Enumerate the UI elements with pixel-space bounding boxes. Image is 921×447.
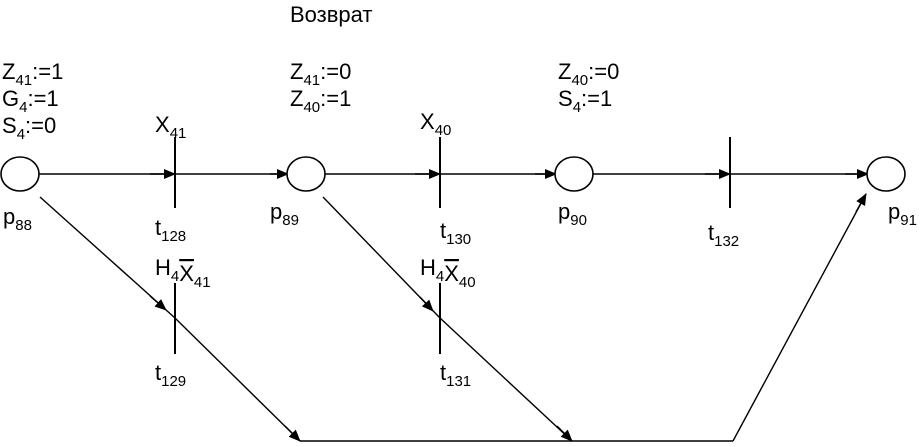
edge-t131-bottom-arrowhead (556, 425, 573, 442)
place-p91-label: p91 (888, 199, 917, 229)
transition-t131-guard: H4X40 (420, 255, 476, 291)
transition-t131-label: t131 (440, 360, 471, 390)
place-p89-label: p89 (270, 199, 299, 229)
transition-t129-label: t129 (155, 360, 186, 390)
diagram-title: Возврат (290, 2, 373, 27)
action-p89-line-0: Z41:=0 (290, 59, 351, 89)
action-p88-line-1: G4:=1 (2, 86, 59, 116)
edge-bottom-p91 (732, 193, 867, 442)
action-p88-line-0: Z41:=1 (2, 59, 63, 89)
transition-t129-guard: H4X41 (155, 255, 211, 291)
edge-t131-bottom (439, 317, 573, 442)
place-p89-circle (286, 156, 326, 192)
transition-t132-label: t132 (708, 220, 739, 250)
action-p90-line-1: S4:=1 (558, 86, 612, 116)
edge-t129-bottom-arrowhead (284, 425, 301, 442)
labels: t128 X41 t129 H4X41 t130 X40 t131 H4X40 t132 p88 p… (2, 59, 917, 390)
edge-bottom-p91-arrowhead (855, 193, 867, 213)
edge-p89-t131-arrowhead (419, 296, 434, 312)
edge-t129-bottom (174, 317, 301, 442)
place-p90-label: p90 (558, 199, 587, 229)
places (0, 156, 906, 192)
transition-t128-label: t128 (155, 215, 186, 245)
action-p89-line-1: Z40:=1 (290, 86, 351, 116)
transition-t128-guard: X41 (155, 112, 186, 142)
action-p90-line-0: Z40:=0 (558, 59, 619, 89)
edge-p88-t129-arrowhead (149, 295, 167, 311)
transition-t130-label: t130 (440, 218, 471, 248)
place-p91-circle (866, 156, 906, 192)
place-p88-label: p88 (3, 204, 32, 234)
place-p88-circle (0, 156, 40, 192)
transition-t130-guard: X40 (420, 109, 451, 139)
action-p88-line-2: S4:=0 (2, 113, 56, 143)
transitions (174, 137, 731, 354)
edges (38, 169, 869, 442)
place-p90-circle (554, 156, 594, 192)
